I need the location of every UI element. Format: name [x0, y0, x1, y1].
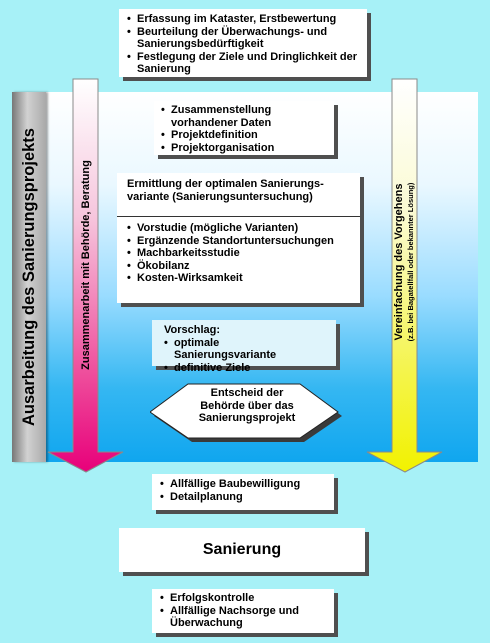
permit-box: Allfällige Baubewilligung Detailplanung: [152, 474, 334, 510]
variant-study-item: Ergänzende Standortuntersuchungen: [127, 235, 350, 248]
variant-study-box: Ermittlung der optimalen Sanierungs-vari…: [117, 173, 360, 303]
permit-item: Allfällige Baubewilligung: [160, 478, 326, 491]
assessment-item: Erfassung im Kataster, Erstbewertung: [127, 13, 359, 26]
assessment-box: Erfassung im Kataster, Erstbewertung Beu…: [119, 9, 367, 77]
remediation-box: Sanierung: [119, 528, 365, 572]
right-arrow: [366, 78, 443, 473]
right-arrow-label: Vereinfachung des Vorgehens: [393, 183, 405, 341]
project-data-item: Projektdefinition: [161, 129, 327, 142]
permit-item: Detailplanung: [160, 491, 326, 504]
assessment-item: Beurteilung der Überwachungs- und Sanier…: [127, 26, 359, 51]
followup-item: Allfällige Nachsorge und Überwachung: [160, 605, 326, 630]
right-arrow-sublabel: (z.B. bei Bagatellfall oder bekannter Lö…: [406, 182, 415, 342]
variant-study-item: Ökobilanz: [127, 260, 350, 273]
left-arrow-label: Zusammenarbeit mit Behörde, Beratung: [80, 160, 92, 370]
followup-item: Erfolgskontrolle: [160, 592, 326, 605]
decision-diamond: [150, 383, 342, 442]
project-data-item: Projektorganisation: [161, 142, 327, 155]
project-data-box: Zusammenstellung vorhandener Daten Proje…: [154, 101, 334, 155]
project-data-item: Zusammenstellung vorhandener Daten: [161, 104, 327, 129]
assessment-item: Festlegung der Ziele und Dringlichkeit d…: [127, 51, 359, 76]
variant-study-item: Kosten-Wirksamkeit: [127, 272, 350, 285]
proposal-box: Vorschlag: optimale Sanierungsvariante d…: [152, 320, 336, 374]
variant-study-item: Vorstudie (mögliche Varianten): [127, 222, 350, 235]
left-arrow: [47, 78, 124, 473]
followup-box: Erfolgskontrolle Allfällige Nachsorge un…: [152, 589, 334, 633]
decision-text: Entscheid der Behörde über das Sanierung…: [198, 387, 296, 424]
side-label-bar: [12, 92, 46, 462]
variant-study-title: Ermittlung der optimalen Sanierungs-vari…: [117, 173, 360, 217]
right-arrow-label-group: Vereinfachung des Vorgehens (z.B. bei Ba…: [393, 112, 417, 412]
proposal-title: Vorschlag:: [164, 324, 221, 336]
remediation-title: Sanierung: [202, 541, 282, 558]
proposal-item: optimale Sanierungsvariante: [164, 337, 324, 362]
proposal-item: definitive Ziele: [164, 362, 324, 375]
variant-study-item: Machbarkeitsstudie: [127, 247, 350, 260]
